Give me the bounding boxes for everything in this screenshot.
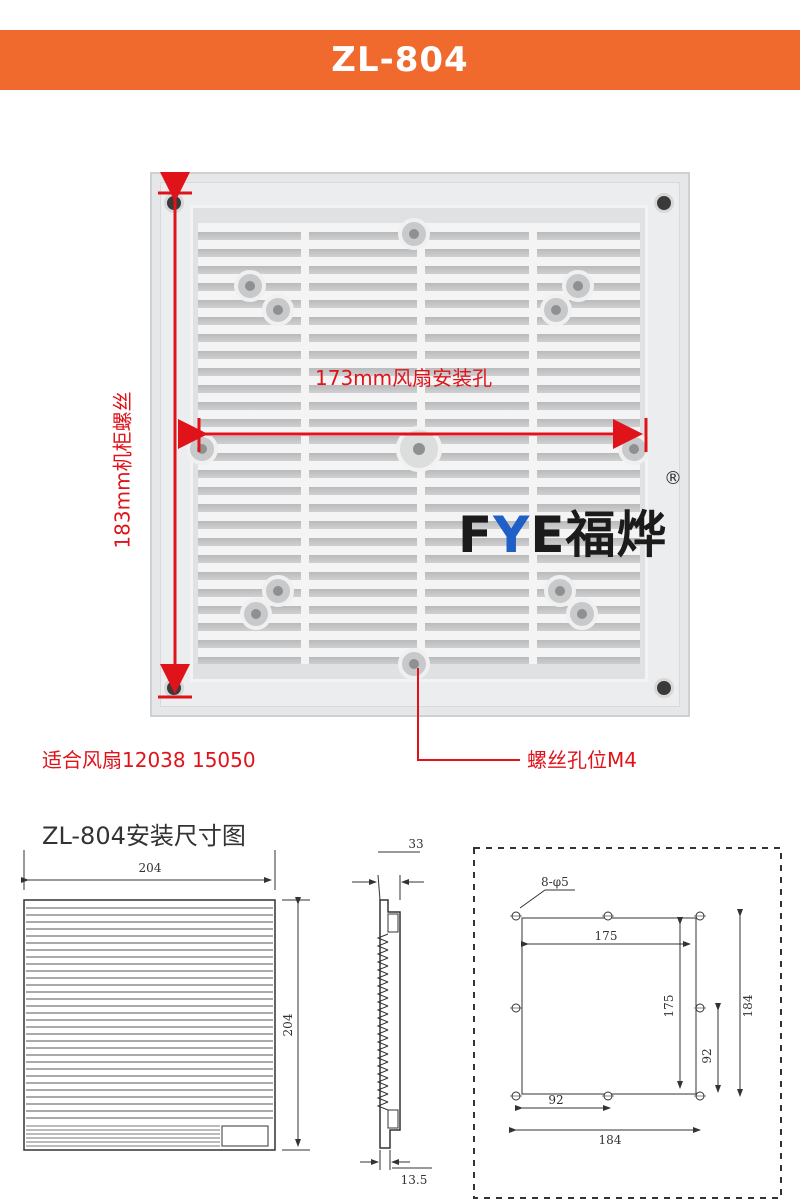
side-slat-profile	[376, 1101, 389, 1111]
side-slat-profile	[376, 1077, 389, 1087]
product-title-banner: ZL-804	[0, 30, 800, 90]
side-slat-profile	[376, 957, 389, 967]
cabinet-screw-label: 183mm机柜螺丝	[110, 391, 135, 549]
side-half-dim: 92	[700, 1048, 714, 1063]
cutout-view-drawing: 8-φ5 175 175 92 92 184 184	[473, 847, 782, 1199]
side-slat-profile	[376, 1061, 389, 1071]
corner-screw	[654, 678, 674, 698]
grille-mount-boss	[540, 294, 572, 326]
product-title: ZL-804	[331, 40, 469, 80]
screw-hole-leader	[417, 668, 520, 761]
side-slat-profile	[376, 989, 389, 999]
installation-drawings: 204 204 33 13.5 8-φ5 175	[21, 837, 782, 1199]
side-flange-dim: 13.5	[401, 1173, 428, 1187]
front-view-drawing: 204 204	[21, 850, 310, 1151]
side-slat-profile	[376, 1069, 389, 1079]
grille-mount-boss	[562, 270, 594, 302]
side-slat-profile	[376, 997, 389, 1007]
side-slat-profile	[376, 1013, 389, 1023]
side-slat-profile	[376, 1053, 389, 1063]
grille-mount-boss	[262, 294, 294, 326]
front-height-dim: 204	[281, 1013, 295, 1036]
grille-mount-boss	[544, 575, 576, 607]
grille-mount-boss	[398, 218, 430, 250]
vertical-spacing-dim: 175	[662, 995, 676, 1018]
side-slat-profile	[376, 949, 389, 959]
brand-logo: FYE福烨	[458, 506, 668, 564]
side-slat-profile	[376, 1045, 389, 1055]
side-slat-profile	[376, 1029, 389, 1039]
side-slat-profile	[376, 1093, 389, 1103]
grille-mount-boss	[240, 598, 272, 630]
holes-callout: 8-φ5	[541, 875, 569, 889]
registered-mark: ®	[664, 468, 682, 489]
bottom-half-dim: 92	[548, 1093, 563, 1107]
side-slat-profile	[376, 933, 389, 943]
photo-annotations	[158, 172, 648, 761]
front-width-dim: 204	[139, 861, 162, 875]
side-slat-profile	[376, 1005, 389, 1015]
screw-hole-label: 螺丝孔位M4	[527, 748, 637, 772]
overall-height-dim: 184	[741, 994, 755, 1017]
grille-mount-boss	[234, 270, 266, 302]
side-view-drawing: 33 13.5	[352, 837, 432, 1187]
grille-mount-boss	[566, 598, 598, 630]
side-slat-profile	[376, 941, 389, 951]
fit-fans-label: 适合风扇12038 15050	[42, 748, 256, 772]
side-slat-profile	[376, 1037, 389, 1047]
grille-mount-boss	[262, 575, 294, 607]
side-slat-profile	[376, 1085, 389, 1095]
side-depth-dim: 33	[408, 837, 423, 851]
top-spacing-dim: 175	[595, 929, 618, 943]
side-slat-profile	[376, 973, 389, 983]
side-slat-profile	[376, 965, 389, 975]
grille-mount-boss	[398, 648, 430, 680]
drawing-section-title: ZL-804安装尺寸图	[42, 822, 246, 850]
side-slat-profile	[376, 981, 389, 991]
fan-hole-spacing-label: 173mm风扇安装孔	[315, 366, 493, 390]
overall-width-dim: 184	[599, 1133, 622, 1147]
corner-screw	[654, 193, 674, 213]
side-slat-profile	[376, 1021, 389, 1031]
